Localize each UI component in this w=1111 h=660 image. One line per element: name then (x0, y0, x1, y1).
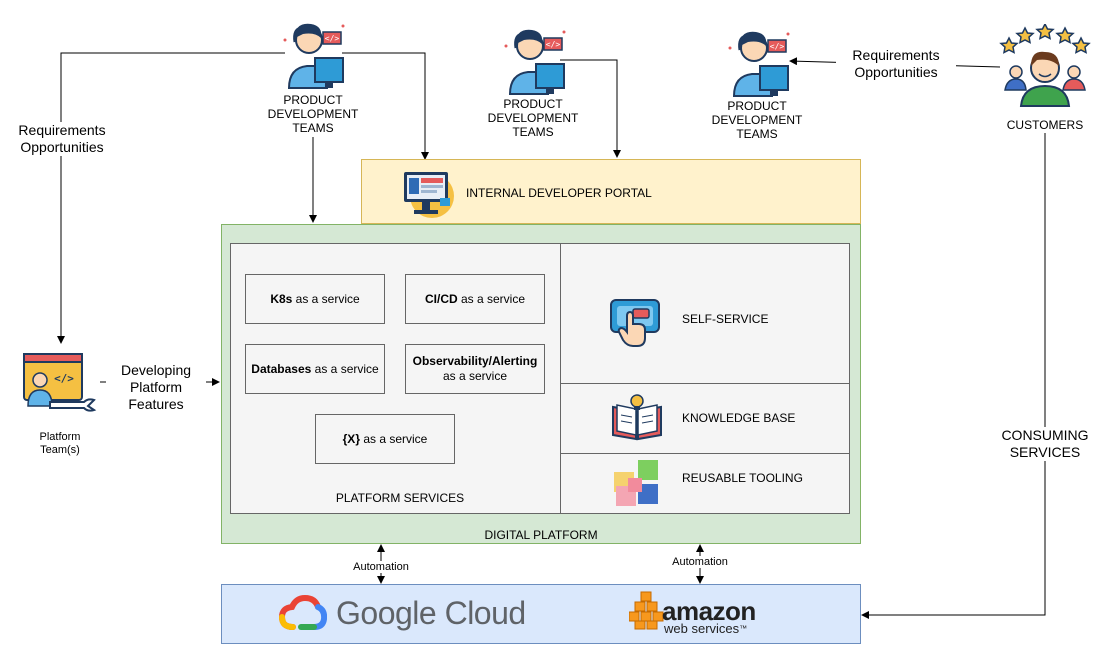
self-service-label: SELF-SERVICE (682, 312, 769, 326)
developer-person-icon: </> (281, 18, 347, 90)
customers-label: CUSTOMERS (1006, 118, 1084, 132)
amazon-wordmark: amazon (662, 596, 756, 626)
self-service-box (560, 243, 850, 384)
google-cloud-wordmark: Google Cloud (336, 595, 526, 631)
knowledge-base-label: KNOWLEDGE BASE (682, 411, 796, 425)
automation-label-right: Automation (663, 556, 737, 568)
portal-label: INTERNAL DEVELOPER PORTAL (466, 186, 652, 200)
k8s-service: K8s as a service (245, 274, 385, 324)
reusable-tooling-label: REUSABLE TOOLING (682, 471, 803, 485)
svg-text:</>: </> (325, 34, 340, 43)
cicd-service: CI/CD as a service (405, 274, 545, 324)
svg-text:</>: </> (54, 372, 74, 385)
portal-monitor-icon (402, 168, 458, 218)
knowledge-base-box (560, 383, 850, 454)
svg-text:</>: </> (546, 40, 561, 49)
digital-platform-label: DIGITAL PLATFORM (484, 528, 598, 542)
google-cloud-icon (278, 594, 328, 633)
platform-team-icon: </> (22, 352, 98, 414)
developer-person-icon: </> (502, 24, 568, 96)
blocks-icon (612, 458, 664, 508)
developer-person-icon: </> (726, 26, 792, 98)
book-idea-icon (611, 393, 663, 441)
touch-screen-icon (609, 298, 663, 350)
cloud-providers (221, 584, 861, 644)
svg-text:</>: </> (770, 42, 785, 51)
x-service: {X} as a service (315, 414, 455, 464)
platform-services-label: PLATFORM SERVICES (335, 491, 465, 505)
databases-service: Databases as a service (245, 344, 385, 394)
customers-icon (999, 22, 1091, 108)
aws-cubes-icon (628, 590, 665, 630)
reusable-tooling-box (560, 453, 850, 514)
web-services-wordmark: web services™ (664, 621, 748, 636)
automation-label-left: Automation (341, 561, 421, 573)
